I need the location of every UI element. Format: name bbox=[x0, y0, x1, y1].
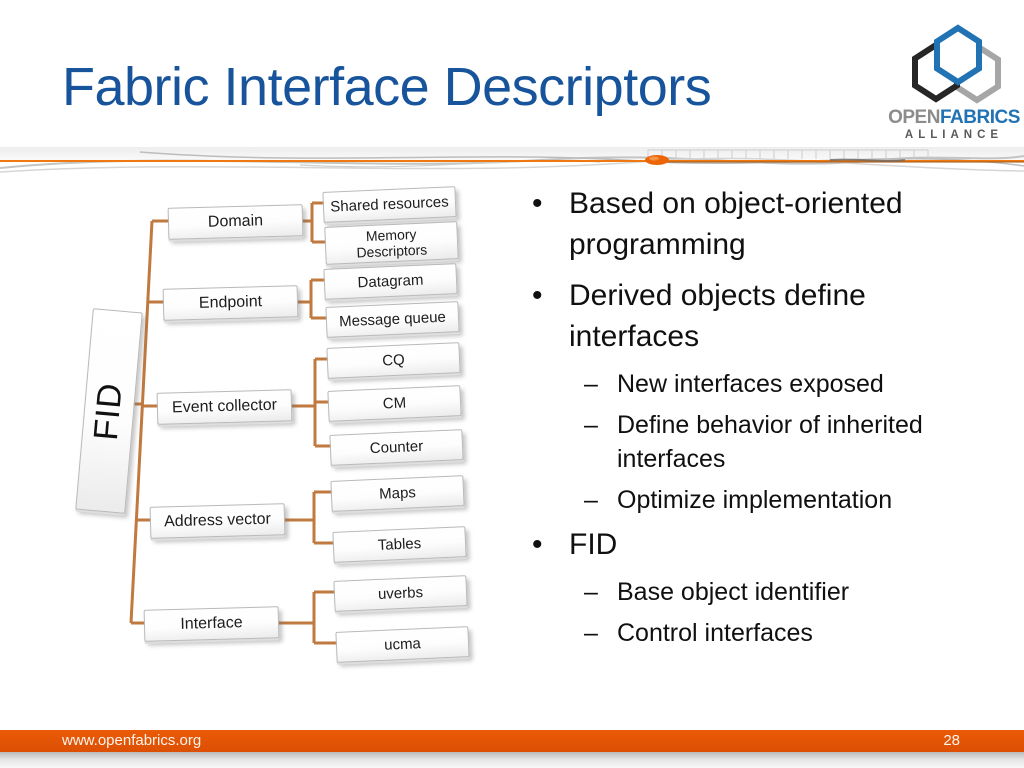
bullet-marker: • bbox=[532, 187, 543, 220]
diagram-node-interface: Interface bbox=[143, 606, 280, 642]
node-label: CM bbox=[382, 394, 407, 413]
bullet-marker: – bbox=[584, 619, 598, 647]
node-label: Maps bbox=[378, 484, 417, 503]
bullet-list: • Based on object-oriented programming •… bbox=[532, 183, 994, 657]
bullet-text: New interfaces exposed bbox=[617, 370, 884, 398]
bullet-item-3: – New interfaces exposed bbox=[584, 367, 994, 401]
diagram-node-maps: Maps bbox=[330, 475, 465, 512]
logo-fabrics-text: FABRICS bbox=[939, 107, 1020, 128]
logo-wordmark: OPENFABRICS bbox=[888, 108, 1020, 128]
node-label: Interface bbox=[180, 614, 243, 633]
bullet-item-2: • Derived objects define interfaces bbox=[532, 275, 994, 357]
connector-bracket-event-collector bbox=[289, 357, 332, 448]
bullet-item-8: – Control interfaces bbox=[584, 616, 994, 650]
bullet-text: Based on object-oriented programming bbox=[569, 187, 903, 261]
diagram-node-tables: Tables bbox=[332, 526, 467, 563]
footer-bar: www.openfabrics.org 28 bbox=[0, 730, 1024, 752]
bullet-item-1: • Based on object-oriented programming bbox=[532, 183, 994, 265]
page-title: Fabric Interface Descriptors bbox=[62, 57, 712, 117]
diagram-node-ucma: ucma bbox=[335, 626, 470, 663]
hexagon-blue-icon bbox=[934, 24, 982, 86]
divider-orange-dot-highlight bbox=[649, 156, 659, 161]
bullet-item-6: • FID bbox=[532, 524, 994, 565]
divider-ticks bbox=[647, 149, 929, 159]
divider-band bbox=[0, 147, 1024, 162]
node-label: uverbs bbox=[377, 584, 424, 603]
diagram-node-cq: CQ bbox=[326, 342, 461, 379]
bullet-marker: • bbox=[532, 528, 543, 561]
node-label: Shared resources bbox=[329, 193, 450, 216]
node-label: ucma bbox=[383, 635, 422, 654]
connector-bracket-interface bbox=[276, 590, 338, 645]
node-label: Tables bbox=[377, 535, 422, 554]
node-label: Endpoint bbox=[198, 293, 263, 312]
bullet-marker: – bbox=[584, 411, 598, 439]
bullet-text: Define behavior of inherited interfaces bbox=[617, 411, 923, 473]
node-label: Datagram bbox=[357, 271, 424, 292]
bullet-marker: – bbox=[584, 486, 598, 514]
connector-bracket-endpoint bbox=[295, 278, 328, 320]
diagram-node-datagram: Datagram bbox=[323, 263, 458, 300]
footer-url: www.openfabrics.org bbox=[62, 732, 202, 749]
logo-hexagons-icon bbox=[912, 24, 1001, 104]
connector-bracket-domain bbox=[300, 201, 327, 244]
diagram-node-counter: Counter bbox=[329, 429, 464, 466]
node-label: Memory Descriptors bbox=[356, 225, 428, 261]
diagram-node-domain: Domain bbox=[167, 204, 304, 240]
bullet-text: FID bbox=[569, 528, 618, 561]
diagram-node-message-queue: Message queue bbox=[325, 301, 460, 338]
diagram-node-uverbs: uverbs bbox=[333, 575, 468, 612]
connector-branches bbox=[131, 219, 170, 625]
connector-bracket-address-vector bbox=[282, 490, 335, 545]
bullet-item-7: – Base object identifier bbox=[584, 575, 994, 609]
diagram-node-memory-descriptors: Memory Descriptors bbox=[324, 221, 459, 265]
bullet-text: Optimize implementation bbox=[617, 486, 893, 514]
bullet-item-5: – Optimize implementation bbox=[584, 483, 994, 517]
diagram-node-endpoint: Endpoint bbox=[162, 285, 299, 321]
bullet-marker: – bbox=[584, 370, 598, 398]
node-label: Address vector bbox=[163, 510, 272, 531]
diagram-node-shared-resources: Shared resources bbox=[322, 186, 457, 223]
diagram-node-event-collector: Event collector bbox=[156, 389, 293, 425]
node-label: Event collector bbox=[171, 396, 278, 417]
openfabrics-logo: OPENFABRICS ALLIANCE bbox=[888, 12, 1020, 141]
divider-swirl bbox=[0, 157, 1024, 173]
diagram-node-address-vector: Address vector bbox=[149, 503, 286, 539]
bullet-text: Derived objects define interfaces bbox=[569, 279, 866, 353]
fid-hierarchy-diagram: FID Domain Endpoint Event collector Addr… bbox=[0, 0, 540, 710]
bullet-marker: • bbox=[532, 279, 543, 312]
bullet-text: Control interfaces bbox=[617, 619, 813, 647]
divider-smudge bbox=[829, 158, 906, 162]
footer-strip bbox=[0, 752, 1024, 768]
page-number: 28 bbox=[943, 732, 960, 749]
logo-open-text: OPEN bbox=[888, 107, 940, 128]
connector-trunk bbox=[129, 220, 154, 624]
bullet-text: Base object identifier bbox=[617, 578, 850, 606]
bullet-item-4: – Define behavior of inherited interface… bbox=[584, 408, 994, 476]
node-label: Counter bbox=[369, 437, 424, 458]
node-label: CQ bbox=[381, 351, 406, 370]
fid-label: FID bbox=[87, 380, 130, 442]
node-label: Domain bbox=[207, 212, 264, 231]
logo-alliance-text: ALLIANCE bbox=[904, 129, 1004, 141]
diagram-node-cm: CM bbox=[327, 385, 462, 422]
node-label: Message queue bbox=[338, 308, 447, 331]
header-divider bbox=[0, 147, 1024, 173]
bullet-marker: – bbox=[584, 578, 598, 606]
